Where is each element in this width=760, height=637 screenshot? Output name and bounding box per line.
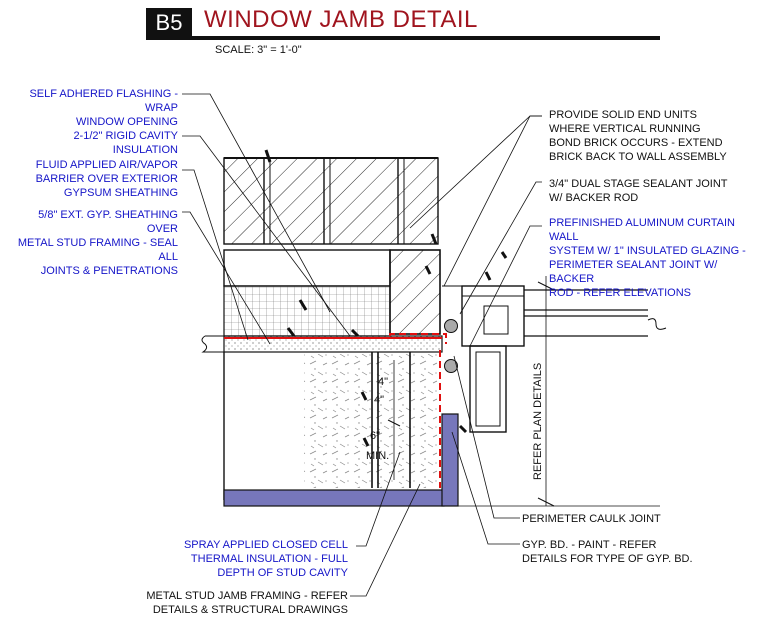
dimension-lines (387, 276, 660, 507)
label-curtain-wall: PREFINISHED ALUMINUM CURTAIN WALL SYSTEM… (549, 217, 746, 299)
dimension-4in-a: 4" (378, 376, 389, 388)
title-underline (146, 36, 660, 40)
label-ext-gyp-sheathing: 5/8" EXT. GYP. SHEATHING OVER METAL STUD… (17, 209, 178, 277)
dimension-min: MIN. (366, 450, 390, 462)
label-refer-plan-details: REFER PLAN DETAILS (532, 362, 544, 480)
backer-rods (444, 319, 458, 373)
leader-dashes (264, 149, 508, 447)
dimension-6in: 6" (370, 430, 381, 442)
leader-lines (182, 93, 542, 597)
label-self-adhered-flashing: SELF ADHERED FLASHING - WRAP WINDOW OPEN… (29, 88, 178, 128)
detail-title: WINDOW JAMB DETAIL (204, 6, 478, 33)
gypsum-sheathing (201, 335, 443, 353)
label-sealant-joint: 3/4" DUAL STAGE SEALANT JOINT W/ BACKER … (549, 178, 728, 204)
spray-foam-insulation (223, 352, 440, 500)
dimension-4in-b: 4" (374, 394, 385, 406)
detail-number-badge: B5 (146, 8, 192, 38)
rigid-cavity-insulation (223, 285, 391, 337)
label-air-vapor-barrier: FLUID APPLIED AIR/VAPOR BARRIER OVER EXT… (35, 159, 178, 199)
label-metal-stud-framing: METAL STUD JAMB FRAMING - REFER DETAILS … (146, 590, 348, 616)
label-perimeter-caulk: PERIMETER CAULK JOINT (522, 513, 661, 525)
curtain-wall-mullion (442, 285, 667, 433)
scale-note: SCALE: 3" = 1'-0" (215, 44, 302, 56)
label-spray-insulation: SPRAY APPLIED CLOSED CELL THERMAL INSULA… (183, 539, 348, 579)
brick-veneer (223, 157, 441, 335)
label-gyp-board: GYP. BD. - PAINT - REFER DETAILS FOR TYP… (522, 539, 693, 565)
label-rigid-cavity-insulation: 2-1/2" RIGID CAVITY INSULATION (73, 130, 178, 156)
label-solid-end-units: PROVIDE SOLID END UNITS WHERE VERTICAL R… (549, 109, 727, 163)
